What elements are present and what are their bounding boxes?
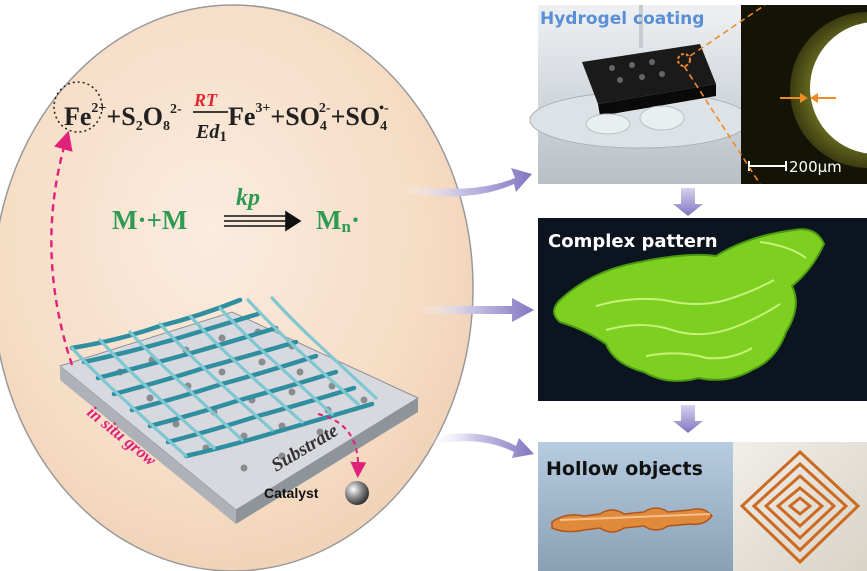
hollow-objects-title: Hollow objects bbox=[546, 458, 703, 480]
reaction2-left: M·+M bbox=[112, 205, 187, 235]
down-arrow-2 bbox=[673, 405, 703, 433]
photo-hydrogel-coating bbox=[529, 5, 751, 184]
arrow-to-hollow bbox=[428, 433, 534, 458]
zoom-line-top bbox=[689, 4, 766, 57]
scale-bar-label: 200μm bbox=[789, 158, 842, 176]
hydrogel-coating-title: Hydrogel coating bbox=[540, 9, 704, 29]
fe-dotted-circle bbox=[53, 81, 103, 133]
reaction1-equation: Fe2++S2O82- bbox=[64, 101, 182, 134]
arrow-to-hydrogel bbox=[398, 168, 532, 197]
catalyst-ball bbox=[345, 481, 369, 505]
complex-pattern-title: Complex pattern bbox=[548, 231, 718, 252]
reaction1-arrow-top: RT bbox=[193, 90, 218, 110]
arrow-to-pattern bbox=[418, 298, 534, 322]
reaction1-products: Fe3++SO42-+SO4•- bbox=[228, 101, 389, 134]
photo-hollow-square bbox=[733, 442, 867, 571]
in-situ-arrow bbox=[50, 130, 74, 366]
photo-hollow-tube bbox=[538, 442, 733, 571]
catalyst-label: Catalyst bbox=[264, 485, 319, 501]
catalyst-arrow bbox=[317, 413, 367, 478]
zoom-line-bottom bbox=[683, 65, 761, 185]
photo-complex-pattern bbox=[538, 218, 867, 401]
photo-microscope bbox=[741, 5, 867, 184]
down-arrow-1 bbox=[673, 188, 703, 216]
reaction2-arrow-top: kp bbox=[236, 185, 260, 211]
reaction2-arrow bbox=[224, 210, 302, 232]
reaction2-right: Mn· bbox=[316, 205, 360, 236]
reaction1-arrow-bottom: Ed1 bbox=[195, 121, 227, 145]
hydrogel-mesh bbox=[69, 296, 378, 459]
